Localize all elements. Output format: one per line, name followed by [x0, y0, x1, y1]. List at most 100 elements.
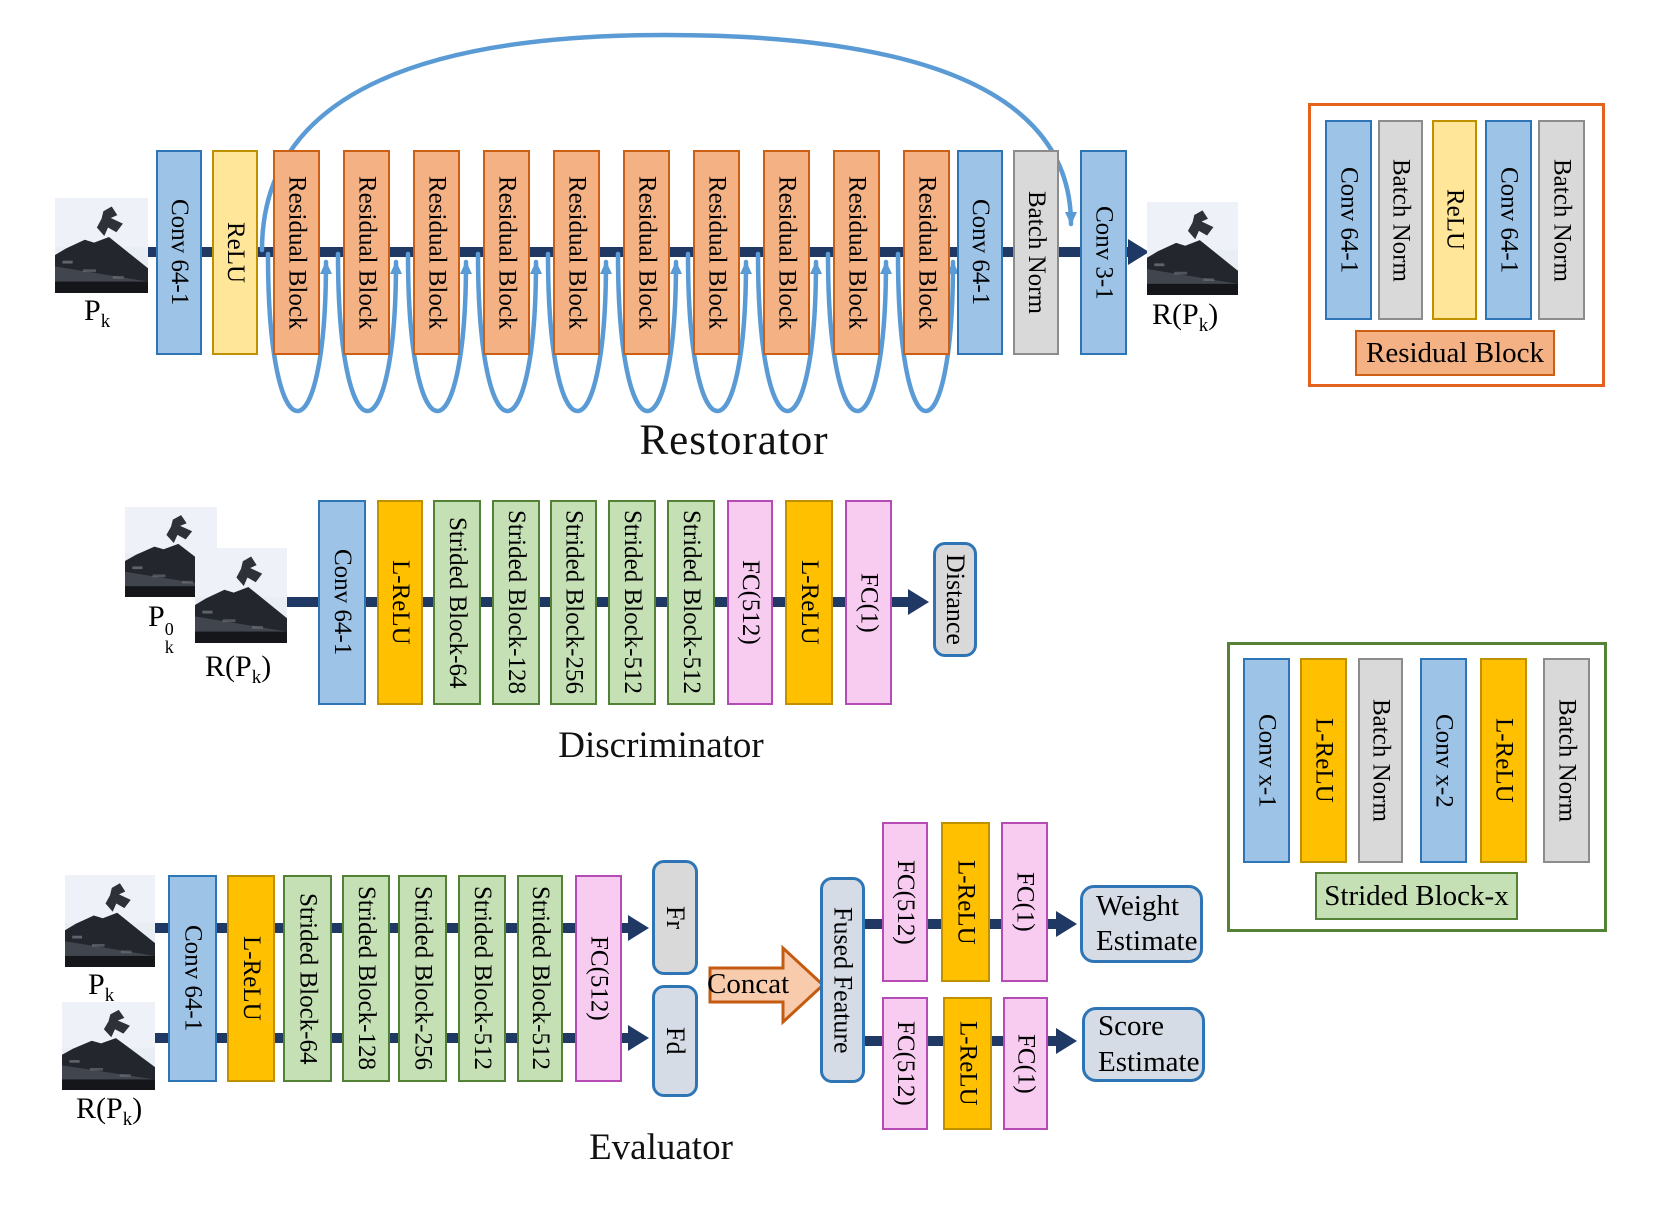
evaluator-strided-128: Strided Block-128	[342, 875, 390, 1082]
residual-skip-arc-10	[895, 251, 959, 414]
pk2-base: P	[88, 968, 105, 1001]
score-estimate-line1: Score	[1098, 1010, 1165, 1043]
strided-block-legend-caption: Strided Block-x	[1315, 872, 1518, 920]
residual-skip-arc-3	[405, 251, 472, 414]
residual-skip-arc-2	[335, 251, 402, 414]
legend-strided-lrelu-2: L-ReLU	[1480, 658, 1527, 863]
residual-skip-arc-4	[475, 251, 542, 414]
restorator-block-conv64-2: Conv 64-1	[957, 150, 1003, 355]
evaluator-bottom-data-line	[150, 1033, 630, 1043]
evaluator-strided-512a: Strided Block-512	[458, 875, 506, 1082]
score-estimate-output: Score Estimate	[1082, 1007, 1205, 1082]
legend-strided-lrelu-1: L-ReLU	[1300, 658, 1347, 863]
evaluator-input-image-pk	[65, 875, 155, 967]
discriminator-block-conv64: Conv 64-1	[318, 500, 366, 705]
pk-subscript: k	[100, 311, 111, 332]
legend-strided-conv-x2: Conv x-2	[1420, 658, 1467, 863]
restorator-block-conv64-1: Conv 64-1	[156, 150, 202, 355]
restorator-input-label: Pk	[84, 294, 110, 333]
score-branch-lrelu: L-ReLU	[943, 997, 992, 1130]
concat-label: Concat	[707, 968, 790, 1000]
residual-block-10: Residual Block	[903, 150, 950, 355]
evaluator-block-conv64: Conv 64-1	[168, 875, 217, 1082]
score-branch-arrowhead	[1056, 1028, 1077, 1054]
rpk3-subscript: k	[122, 1109, 133, 1130]
score-branch-fc512: FC(512)	[882, 997, 928, 1130]
legend-strided-conv-x1: Conv x-1	[1243, 658, 1290, 863]
weight-estimate-line1: Weight	[1096, 889, 1180, 922]
restorator-title: Restorator	[639, 417, 829, 464]
discriminator-strided-128: Strided Block-128	[492, 500, 540, 705]
legend-residual-batchnorm-2: Batch Norm	[1538, 120, 1585, 320]
evaluator-strided-64: Strided Block-64	[283, 875, 332, 1082]
discriminator-input-label-rpk: R(Pk)	[205, 650, 271, 689]
rpk2-close: )	[261, 650, 272, 683]
residual-block-2: Residual Block	[343, 150, 390, 355]
evaluator-feature-fd: Fd	[652, 985, 698, 1097]
pk0-subscript: k	[164, 637, 174, 657]
discriminator-block-lrelu-1: L-ReLU	[377, 500, 423, 705]
legend-residual-conv64-1: Conv 64-1	[1325, 120, 1372, 320]
rpk-subscript: k	[1198, 315, 1209, 336]
rpk2-base: R(P	[205, 650, 252, 683]
evaluator-fd-arrowhead	[628, 1025, 649, 1051]
residual-block-3: Residual Block	[413, 150, 460, 355]
pk2-subscript: k	[104, 985, 115, 1006]
legend-residual-conv64-2: Conv 64-1	[1485, 120, 1532, 320]
restorator-output-label: R(Pk)	[1152, 298, 1218, 337]
residual-skip-arc-9	[825, 251, 892, 414]
residual-block-legend-caption: Residual Block	[1355, 330, 1555, 376]
residual-block-7: Residual Block	[693, 150, 740, 355]
residual-block-5: Residual Block	[553, 150, 600, 355]
discriminator-distance-output: Distance	[933, 542, 977, 657]
evaluator-strided-256: Strided Block-256	[398, 875, 447, 1082]
discriminator-block-lrelu-2: L-ReLU	[785, 500, 833, 705]
concat-arrow	[708, 944, 826, 1026]
evaluator-block-lrelu: L-ReLU	[227, 875, 275, 1082]
rpk2-subscript: k	[251, 667, 262, 688]
restorator-output-arrowhead	[1128, 239, 1149, 265]
weight-branch-fc512: FC(512)	[882, 822, 928, 982]
global-skip-arc	[259, 32, 1077, 253]
pk-base: P	[84, 294, 101, 327]
legend-strided-batchnorm-1: Batch Norm	[1358, 658, 1403, 863]
weight-estimate-line2: Estimate	[1096, 925, 1198, 957]
discriminator-strided-256: Strided Block-256	[550, 500, 597, 705]
residual-block-4: Residual Block	[483, 150, 530, 355]
evaluator-feature-fr: Fr	[652, 860, 698, 975]
residual-block-1: Residual Block	[273, 150, 320, 355]
score-estimate-line2: Estimate	[1098, 1045, 1200, 1078]
evaluator-fr-arrowhead	[628, 915, 649, 941]
discriminator-fc512: FC(512)	[727, 500, 773, 705]
residual-skip-arc-7	[685, 251, 752, 414]
evaluator-input-label-pk: Pk	[88, 968, 114, 1007]
rpk-close: )	[1208, 298, 1219, 331]
discriminator-title: Discriminator	[558, 725, 764, 766]
weight-branch-fc1: FC(1)	[1001, 822, 1048, 982]
discriminator-input-image-rpk	[195, 548, 287, 643]
rpk-base: R(P	[1152, 298, 1199, 331]
restorator-block-relu: ReLU	[212, 150, 258, 355]
restorator-block-batchnorm: Batch Norm	[1013, 150, 1059, 355]
restorator-output-image	[1147, 202, 1238, 295]
residual-skip-arc-1	[265, 251, 332, 414]
weight-branch-lrelu: L-ReLU	[941, 822, 990, 982]
evaluator-input-label-rpk: R(Pk)	[76, 1092, 142, 1131]
legend-residual-relu: ReLU	[1432, 120, 1477, 320]
pk0-superscript: 0	[164, 619, 174, 639]
evaluator-strided-512b: Strided Block-512	[517, 875, 563, 1082]
legend-residual-batchnorm-1: Batch Norm	[1378, 120, 1423, 320]
rpk3-close: )	[132, 1092, 143, 1125]
evaluator-fc512-shared: FC(512)	[575, 875, 622, 1082]
residual-skip-arc-6	[615, 251, 682, 414]
score-branch-fc1: FC(1)	[1003, 997, 1048, 1130]
residual-block-8: Residual Block	[763, 150, 810, 355]
residual-skip-arc-5	[545, 251, 612, 414]
discriminator-output-arrowhead	[908, 589, 929, 615]
pk0-base: P	[148, 600, 165, 633]
discriminator-strided-64: Strided Block-64	[433, 500, 481, 705]
evaluator-fused-feature: Fused Feature	[820, 877, 865, 1083]
legend-strided-batchnorm-2: Batch Norm	[1543, 658, 1590, 863]
